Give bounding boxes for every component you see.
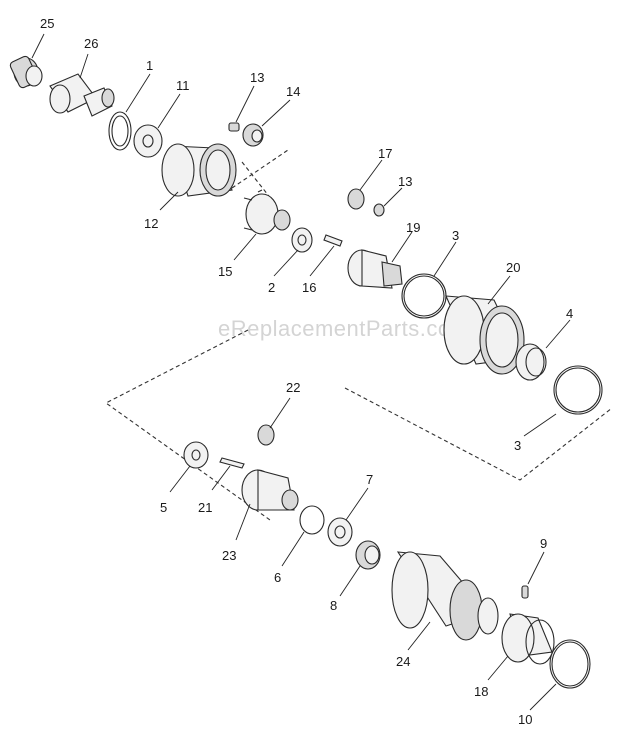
part-25-bearing (9, 55, 43, 89)
label-part-18: 18 (474, 684, 488, 699)
part-14-gear (242, 123, 264, 147)
watermark-text: eReplacementParts.com (218, 316, 469, 341)
label-part-9: 9 (540, 536, 547, 551)
part-10-o-ring (549, 639, 591, 689)
label-part-2: 2 (268, 280, 275, 295)
label-part-16: 16 (302, 280, 316, 295)
label-part-4: 4 (566, 306, 573, 321)
label-part-10: 10 (518, 712, 532, 727)
part-17-gear (347, 188, 365, 210)
label-part-11: 11 (176, 78, 190, 93)
part-23-carrier (241, 469, 299, 511)
part-24-spindle-housing (391, 551, 499, 641)
part-3-o-ring-lower (553, 365, 603, 415)
label-part-6: 6 (274, 570, 281, 585)
label-part-7: 7 (366, 472, 373, 487)
part-21-pin (219, 457, 245, 469)
label-part-13-lower: 13 (398, 174, 412, 189)
label-part-15: 15 (218, 264, 232, 279)
part-22-gear (257, 424, 275, 446)
label-part-26: 26 (84, 36, 98, 51)
part-3-o-ring-upper (401, 273, 447, 319)
part-11-washer (133, 124, 163, 158)
part-15-carrier (243, 189, 291, 235)
part-26-shaft (49, 73, 115, 117)
label-part-3-upper: 3 (452, 228, 459, 243)
part-6-ring (299, 505, 325, 535)
label-part-24: 24 (396, 654, 410, 669)
label-part-8: 8 (330, 598, 337, 613)
label-part-25: 25 (40, 16, 54, 31)
part-1-snap-ring (108, 111, 132, 151)
assembly-dash-line-middle (104, 329, 613, 521)
part-18-sleeve (501, 613, 555, 665)
part-5-washer (183, 441, 209, 469)
part-16-pin (323, 234, 343, 247)
part-20-housing (443, 295, 525, 375)
label-part-13-upper: 13 (250, 70, 264, 85)
label-part-20: 20 (506, 260, 520, 275)
part-4-ring (515, 343, 547, 381)
part-13-pin-lower (373, 203, 385, 217)
part-19-carrier (347, 249, 403, 289)
part-2-washer (291, 227, 313, 253)
leader-lines (31, 33, 571, 711)
label-part-23: 23 (222, 548, 236, 563)
part-7-washer (327, 517, 353, 547)
part-8-bearing (355, 540, 381, 570)
part-9-screw (521, 585, 529, 599)
part-13-pin-upper (228, 122, 240, 132)
label-part-1: 1 (146, 58, 153, 73)
label-part-21: 21 (198, 500, 212, 515)
label-part-12: 12 (144, 216, 158, 231)
label-part-14: 14 (286, 84, 300, 99)
label-part-17: 17 (378, 146, 392, 161)
label-part-5: 5 (160, 500, 167, 515)
label-part-19: 19 (406, 220, 420, 235)
assembly-dash-line-upper (231, 149, 289, 201)
part-12-ring-gear (161, 143, 237, 197)
label-part-3-lower: 3 (514, 438, 521, 453)
label-part-22: 22 (286, 380, 300, 395)
